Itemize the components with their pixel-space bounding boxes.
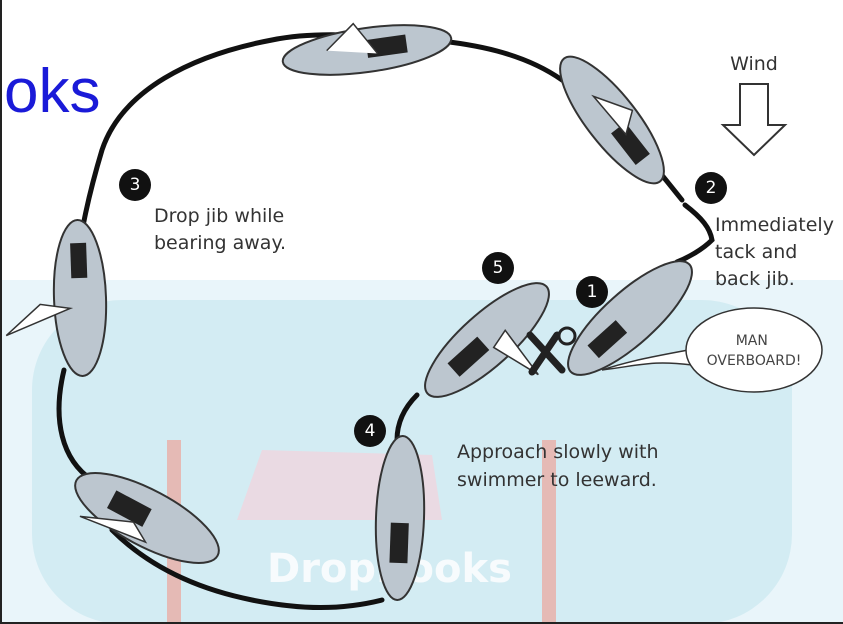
wind-arrow: Wind	[723, 53, 785, 155]
step-number-3: 3	[130, 175, 141, 195]
step-2-line-3: back jib.	[715, 268, 795, 290]
step-4-line-2: swimmer to leeward.	[457, 469, 657, 491]
step-marker-1: 1	[576, 276, 608, 308]
step-marker-4: 4	[354, 415, 386, 447]
step-2-line-2: tack and	[715, 241, 797, 263]
boat-top	[279, 10, 454, 83]
boat-top-right	[544, 43, 679, 197]
speech-line-2: OVERBOARD!	[707, 353, 802, 369]
step-3-caption: Drop jib while bearing away.	[154, 205, 290, 254]
wind-label: Wind	[730, 53, 778, 75]
step-3-line-1: Drop jib while	[154, 205, 284, 227]
step-number-4: 4	[365, 421, 376, 441]
step-number-2: 2	[706, 178, 717, 198]
step-number-5: 5	[493, 258, 504, 278]
speech-line-1: MAN	[736, 333, 768, 349]
step-marker-3: 3	[119, 169, 151, 201]
step-number-1: 1	[587, 282, 598, 302]
step-marker-2: 2	[695, 172, 727, 204]
step-marker-5: 5	[482, 252, 514, 284]
step-2-caption: Immediately tack and back jib.	[715, 214, 840, 290]
step-4-line-1: Approach slowly with	[457, 441, 659, 463]
logo-text: oks	[4, 57, 100, 126]
step-3-line-2: bearing away.	[154, 232, 286, 254]
step-2-line-1: Immediately	[715, 214, 834, 236]
